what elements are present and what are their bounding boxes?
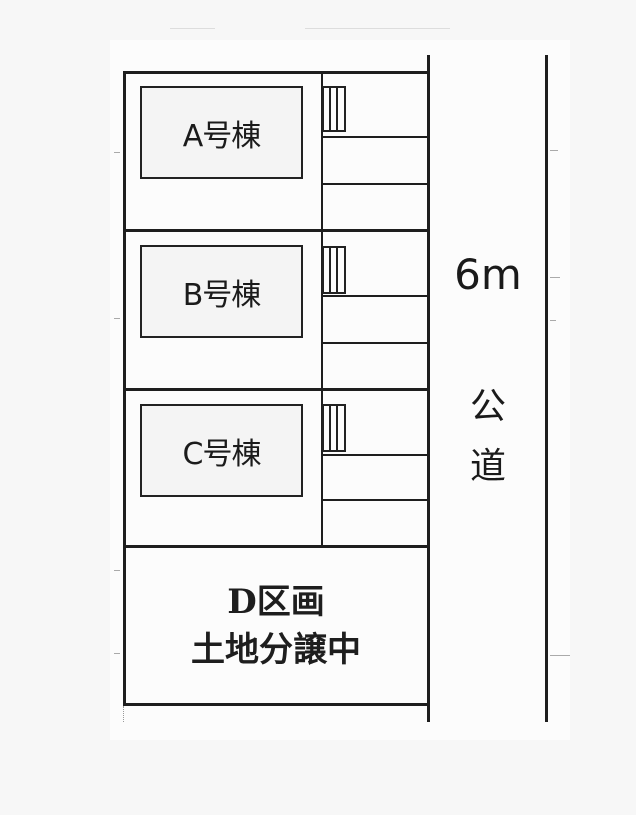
property-bottom-border [123,703,429,706]
lot-d-status: 土地分譲中 [191,630,361,670]
property-top-border [123,71,429,74]
road-name-char-1: 公 [469,386,506,427]
road-name-label: 公 道 [430,377,546,497]
lot-d-title: D区画 [227,582,325,622]
building-a-label: A号棟 [182,118,262,154]
building-b-label: B号棟 [182,277,262,313]
lot-d-label: D区画 土地分譲中 [124,578,428,674]
building-c-label: C号棟 [182,436,262,472]
parking-stripes-icon [322,86,346,132]
margin-tick [114,152,120,153]
lot-c-d-boundary [123,545,429,548]
parking-stripes-icon [322,404,346,452]
road-width-label: 6m [454,250,522,299]
scan-mark [123,706,125,722]
lot-a-parking-line [322,136,429,138]
building-c: C号棟 [140,404,303,497]
building-b: B号棟 [140,245,303,338]
margin-tick [114,318,120,319]
lot-b-c-boundary [123,388,429,391]
lot-b-parking-line [322,295,429,297]
lot-inner-divider [321,71,323,548]
scan-mark [305,28,450,29]
lot-a-b-boundary [123,229,429,232]
building-a: A号棟 [140,86,303,179]
lot-b-parking-line [322,342,429,344]
lot-a-parking-line [322,183,429,185]
margin-tick [114,570,120,571]
margin-tick [114,653,120,654]
lot-c-parking-line [322,499,429,501]
margin-tick [550,655,570,656]
road-right-edge [545,55,548,722]
margin-tick [550,150,558,151]
margin-tick [550,320,556,321]
margin-tick [550,277,560,278]
road-name-char-2: 道 [469,446,506,487]
scan-mark [170,28,215,29]
lot-c-parking-line [322,454,429,456]
parking-stripes-icon [322,246,346,294]
